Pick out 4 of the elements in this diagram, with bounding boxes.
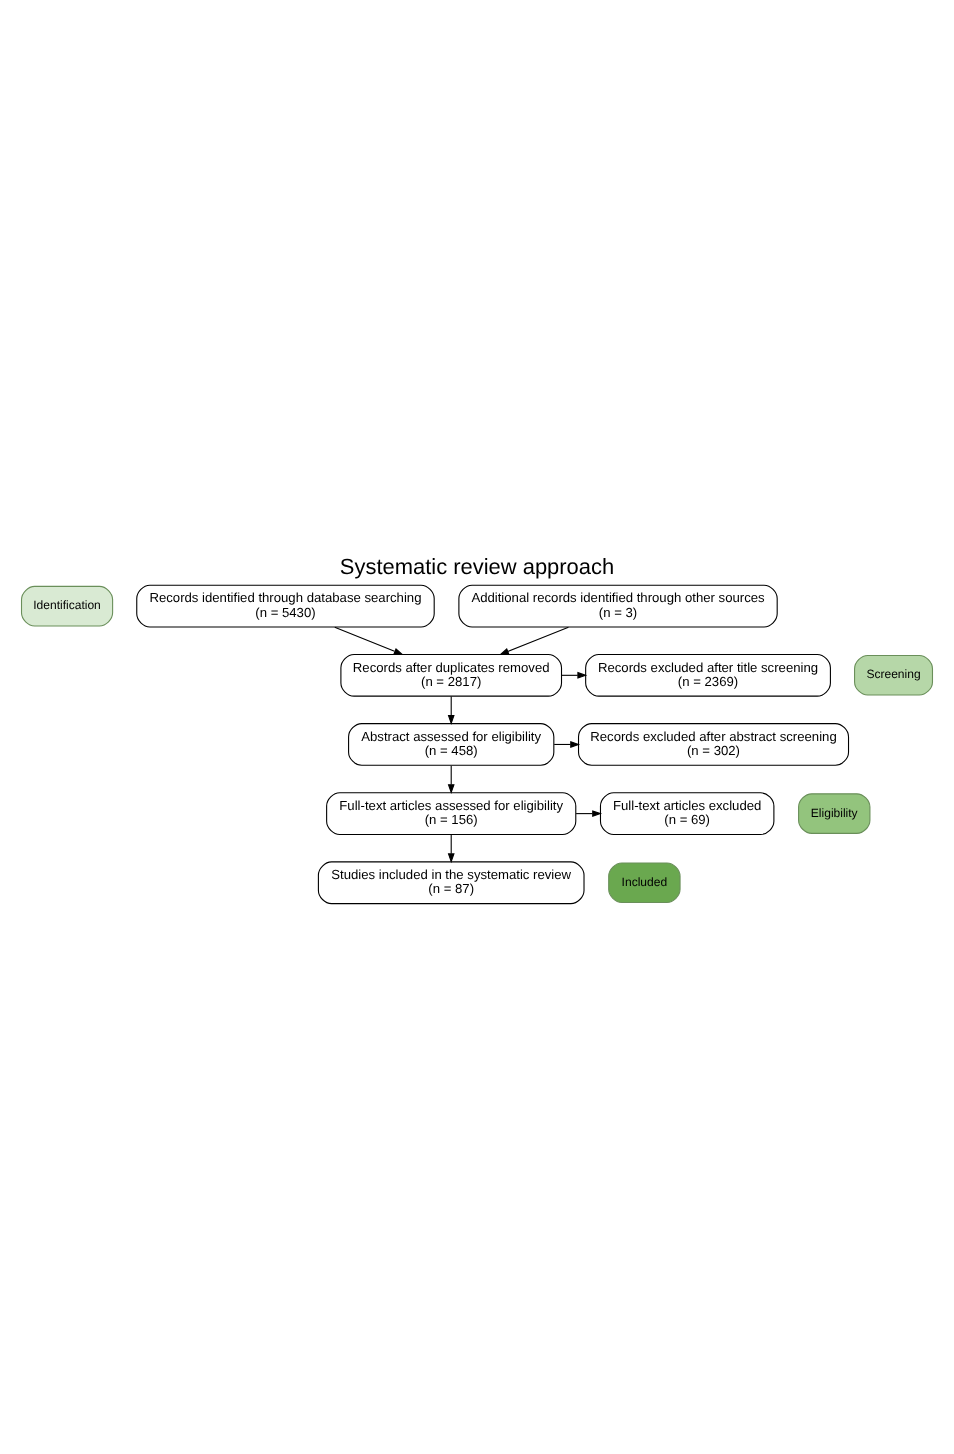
arrow bbox=[447, 694, 455, 724]
arrow bbox=[447, 833, 455, 863]
arrow bbox=[447, 764, 455, 794]
diagram-title: Systematic review approach bbox=[339, 555, 615, 580]
